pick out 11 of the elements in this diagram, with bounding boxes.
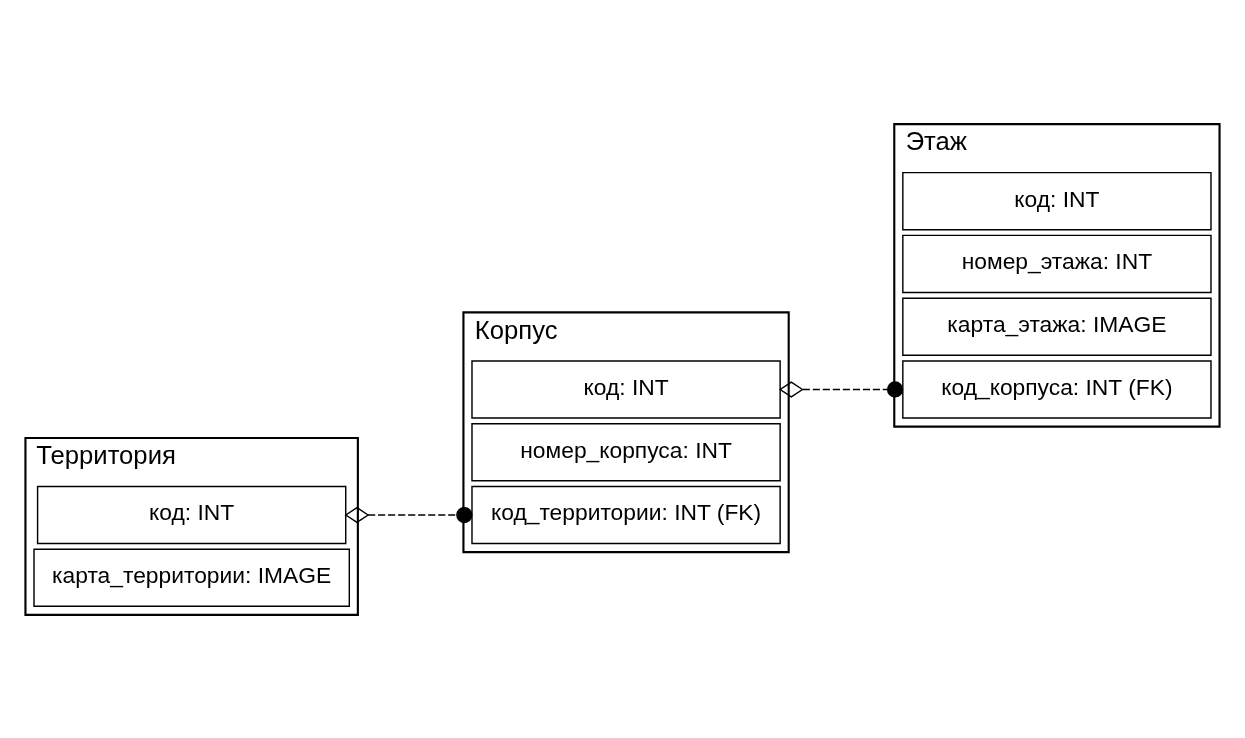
node-box: код_корпуса: INT (FK) (902, 359, 1212, 419)
node-box: код_территории: INT (FK) (471, 485, 781, 544)
node-box: номер_этажа: INT (902, 234, 1212, 293)
node-box: код: INT (902, 171, 1212, 230)
node-box: номер_корпуса: INT (471, 422, 781, 481)
node-box: карта_территории: IMAGE (33, 548, 350, 607)
node-box: карта_этажа: IMAGE (902, 296, 1212, 356)
connector (344, 506, 473, 523)
connector (778, 380, 904, 398)
node-box: код: INT (471, 359, 781, 419)
node-box: код: INT (36, 485, 347, 544)
